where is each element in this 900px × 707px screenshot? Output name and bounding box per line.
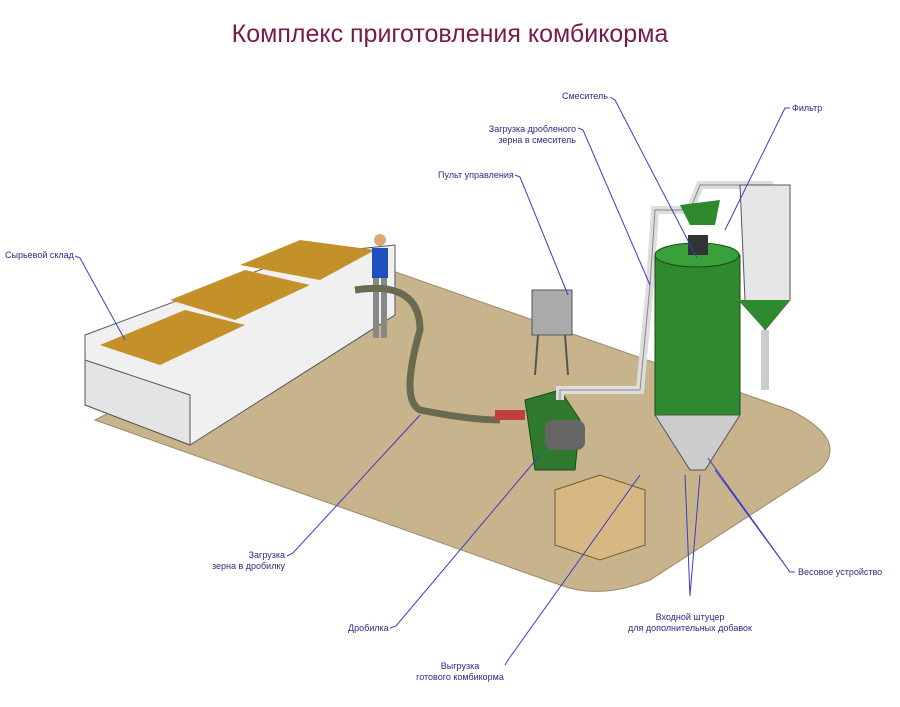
label-line: готового комбикорма bbox=[416, 672, 504, 682]
label-raw-storage: Сырьевой склад bbox=[5, 250, 74, 260]
worker bbox=[372, 234, 388, 338]
label-line: Выгрузка bbox=[440, 661, 480, 671]
control-panel bbox=[531, 289, 573, 376]
raw-storage bbox=[84, 240, 396, 446]
label-mixer: Смеситель bbox=[562, 91, 608, 101]
label-line: зерна в дробилку bbox=[211, 561, 285, 571]
label-inlet: Входной штуцер для дополнительных добаво… bbox=[625, 612, 755, 634]
label-crushed-load: Загрузка дробленого зерна в смеситель bbox=[484, 124, 576, 146]
label-control-panel: Пульт управления bbox=[438, 170, 514, 180]
mixer bbox=[654, 235, 741, 471]
label-crusher: Дробилка bbox=[348, 623, 389, 633]
label-line: зерна в смеситель bbox=[498, 135, 576, 145]
pallet-bags bbox=[554, 474, 646, 561]
label-line: Загрузка bbox=[248, 550, 285, 560]
crusher bbox=[495, 389, 585, 471]
diagram-title: Комплекс приготовления комбикорма bbox=[231, 20, 669, 48]
leader-lines bbox=[74, 96, 795, 666]
label-weigher: Весовое устройство bbox=[798, 567, 883, 577]
hose bbox=[354, 284, 501, 424]
label-unload: Выгрузка готового комбикорма bbox=[405, 661, 515, 683]
label-grain-load: Загрузка зерна в дробилку bbox=[195, 550, 285, 572]
label-line: Входной штуцер bbox=[655, 612, 725, 622]
filter bbox=[680, 184, 791, 390]
label-line: Загрузка дробленого bbox=[488, 124, 576, 134]
label-line: для дополнительных добавок bbox=[627, 623, 752, 633]
label-filter: Фильтр bbox=[792, 103, 823, 113]
